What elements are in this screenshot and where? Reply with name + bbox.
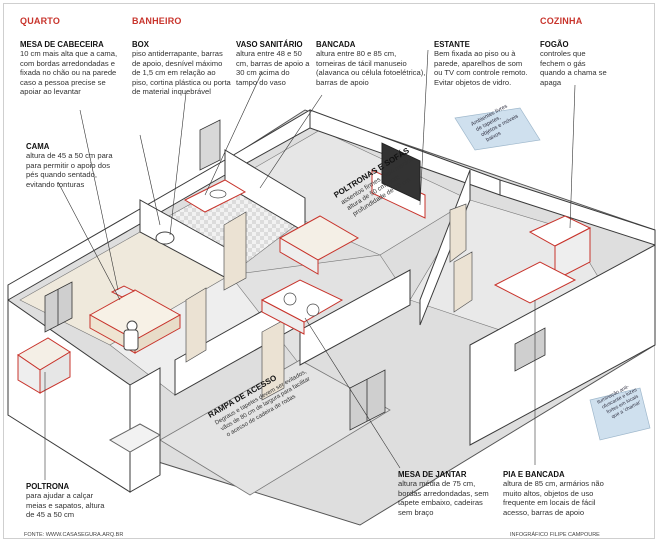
note-mesa-jantar: MESA DE JANTAR altura média de 75 cm, bo… bbox=[398, 470, 498, 517]
info-box-iluminacao: Iluminação anti- ofuscante e luzes forte… bbox=[596, 384, 642, 420]
note-body: altura média de 75 cm, bordas arredondad… bbox=[398, 479, 489, 517]
note-cama: CAMA altura de 45 a 50 cm para para perm… bbox=[26, 142, 122, 189]
note-title: MESA DE CABECEIRA bbox=[20, 40, 104, 49]
room-title-cozinha: COZINHA bbox=[540, 16, 583, 26]
note-box: BOX piso antiderrapante, barras de apoio… bbox=[132, 40, 232, 96]
doors bbox=[185, 203, 473, 401]
note-title: MESA DE JANTAR bbox=[398, 470, 467, 479]
room-title-quarto: QUARTO bbox=[20, 16, 61, 26]
note-title: BANCADA bbox=[316, 40, 356, 49]
note-body: 10 cm mais alta que a cama, com bordas a… bbox=[20, 49, 118, 97]
note-body: Bem fixada ao piso ou à parede, aparelho… bbox=[434, 49, 528, 87]
note-body: altura entre 48 e 50 cm, barras de apoio… bbox=[236, 49, 310, 87]
note-body: piso antiderrapante, barras de apoio, de… bbox=[132, 49, 231, 97]
note-title: CAMA bbox=[26, 142, 50, 151]
note-title: POLTRONA bbox=[26, 482, 70, 491]
note-vaso-sanitario: VASO SANITÁRIO altura entre 48 e 50 cm, … bbox=[236, 40, 312, 87]
note-title: PIA E BANCADA bbox=[503, 470, 565, 479]
note-body: altura entre 80 e 85 cm, torneiras de tá… bbox=[316, 49, 426, 87]
note-estante: ESTANTE Bem fixada ao piso ou à parede, … bbox=[434, 40, 530, 87]
windows bbox=[44, 119, 546, 431]
note-pia-bancada: PIA E BANCADA altura de 85 cm, armários … bbox=[503, 470, 613, 517]
info-boxes bbox=[454, 107, 651, 441]
note-fogao: FOGÃO controles que fechem o gás quando … bbox=[540, 40, 612, 87]
leader-lines bbox=[44, 49, 576, 480]
note-title: FOGÃO bbox=[540, 40, 569, 49]
footer-source: FONTE: WWW.CASASEGURA.ARQ.BR bbox=[24, 532, 124, 538]
footer-credit: INFOGRÁFICO FILIPE CAMPOURE bbox=[510, 532, 600, 538]
note-title: ESTANTE bbox=[434, 40, 470, 49]
note-body: altura de 85 cm, armários não muito alto… bbox=[503, 479, 604, 517]
note-mesa-cabeceira: MESA DE CABECEIRA 10 cm mais alta que a … bbox=[20, 40, 128, 96]
furniture bbox=[17, 142, 592, 453]
note-body: para ajudar a calçar meias e sapatos, al… bbox=[26, 491, 105, 520]
note-body: altura de 45 a 50 cm para para permitir … bbox=[26, 151, 113, 189]
room-title-banheiro: BANHEIRO bbox=[132, 16, 182, 26]
note-poltrona: POLTRONA para ajudar a calçar meias e sa… bbox=[26, 482, 112, 520]
note-bancada: BANCADA altura entre 80 e 85 cm, torneir… bbox=[316, 40, 426, 87]
note-title: VASO SANITÁRIO bbox=[236, 40, 303, 49]
note-body: controles que fechem o gás quando a cham… bbox=[540, 49, 607, 87]
note-title: BOX bbox=[132, 40, 149, 49]
